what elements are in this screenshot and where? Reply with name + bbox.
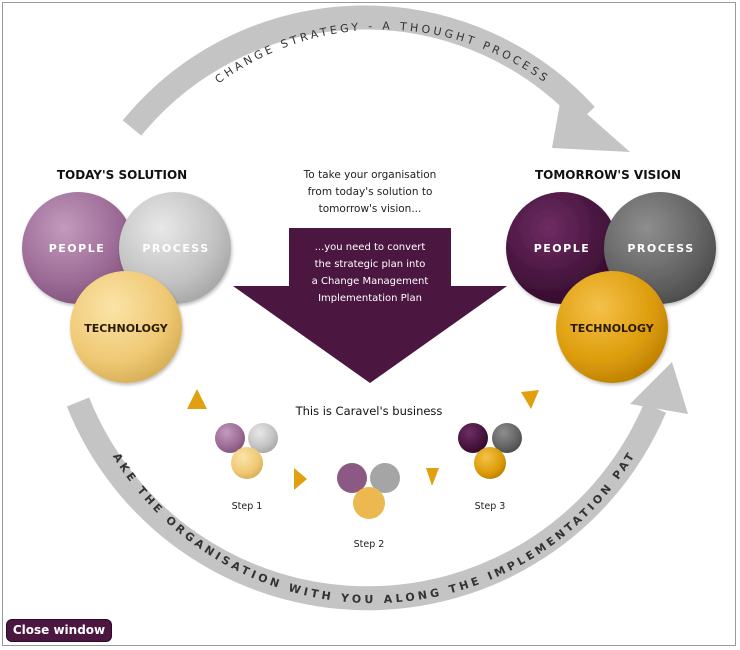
intro-line-3: tomorrow's vision... (319, 203, 422, 215)
upper-arrow-ring (122, 5, 630, 152)
step-3-process-circle (492, 423, 522, 453)
lower-arrow-ring (66, 362, 688, 611)
step-3-people-circle (458, 423, 488, 453)
todays-solution-group: TODAY'S SOLUTION PEOPLE PROCESS TECHNOLO… (22, 168, 231, 383)
step-1-process-circle (248, 423, 278, 453)
step-2-people-circle (337, 463, 367, 493)
arrow-line-3: a Change Management (312, 276, 429, 287)
arrow-line-1: ...you need to convert (315, 242, 426, 253)
step-2-process-circle (370, 463, 400, 493)
intro-line-2: from today's solution to (308, 186, 433, 198)
today-people-label: PEOPLE (49, 242, 106, 255)
tomorrow-technology-circle (556, 271, 668, 383)
step-1-people-circle (215, 423, 245, 453)
conversion-arrow: ...you need to convert the strategic pla… (233, 228, 507, 383)
tomorrow-process-label: PROCESS (627, 242, 694, 255)
step-1-cluster: Step 1 (215, 423, 278, 512)
triangle-up-left (187, 389, 207, 409)
tomorrow-technology-label: TECHNOLOGY (570, 322, 655, 335)
flow-triangles (187, 389, 539, 490)
intro-text: To take your organisation from today's s… (303, 169, 437, 215)
step-3-technology-circle (474, 447, 506, 479)
today-technology-circle (70, 271, 182, 383)
arrow-line-4: Implementation Plan (318, 293, 422, 304)
close-window-button[interactable]: Close window (7, 620, 111, 641)
todays-solution-heading: TODAY'S SOLUTION (57, 168, 187, 182)
step-1-technology-circle (231, 447, 263, 479)
triangle-right-2 (426, 468, 439, 486)
step-2-cluster: Step 2 (337, 463, 400, 550)
triangle-up-right (521, 390, 539, 409)
tomorrow-people-label: PEOPLE (534, 242, 591, 255)
business-label: This is Caravel's business (295, 404, 443, 418)
today-technology-label: TECHNOLOGY (84, 322, 169, 335)
tomorrows-vision-heading: TOMORROW'S VISION (535, 168, 681, 182)
step-2-technology-circle (353, 487, 385, 519)
triangle-right-1 (294, 468, 307, 490)
intro-line-1: To take your organisation (303, 169, 437, 181)
arrow-line-2: the strategic plan into (315, 259, 426, 270)
step-3-label: Step 3 (475, 501, 506, 512)
step-1-label: Step 1 (232, 501, 263, 512)
today-process-label: PROCESS (142, 242, 209, 255)
step-2-label: Step 2 (354, 539, 385, 550)
tomorrows-vision-group: TOMORROW'S VISION PEOPLE PROCESS TECHNOL… (506, 168, 716, 383)
step-3-cluster: Step 3 (458, 423, 522, 512)
